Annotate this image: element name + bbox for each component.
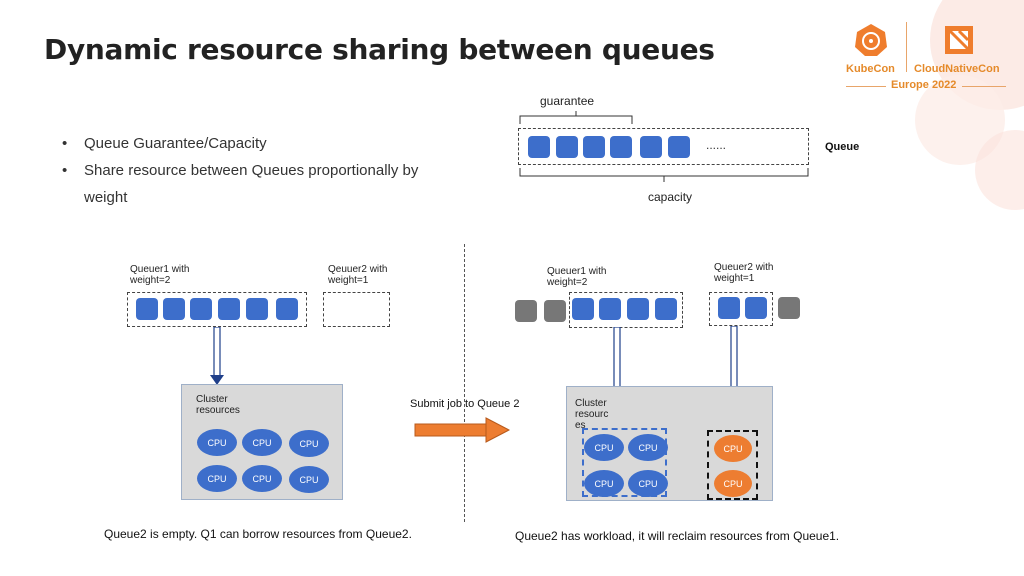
- bullet-list: • Queue Guarantee/Capacity • Share resou…: [62, 130, 454, 211]
- kubecon-label: KubeCon: [846, 63, 895, 75]
- queue-slot: [276, 298, 298, 320]
- reclaimed-slot: [778, 297, 800, 319]
- queue2-box: [709, 292, 773, 326]
- bullet-text: Share resource between Queues proportion…: [84, 162, 419, 206]
- cpu-node: CPU: [289, 430, 329, 457]
- queue-slot: [556, 136, 578, 158]
- bullet-text: Queue Guarantee/Capacity: [84, 135, 267, 152]
- bullet-item: • Queue Guarantee/Capacity: [62, 130, 454, 157]
- page-title: Dynamic resource sharing between queues: [44, 33, 715, 66]
- queue-slot: [136, 298, 158, 320]
- borrowed-slot: [515, 300, 537, 322]
- queue-slot: [745, 297, 767, 319]
- capacity-label: capacity: [648, 190, 693, 204]
- queue-slot: [627, 298, 649, 320]
- kubecon-icon: [855, 24, 887, 56]
- right-caption: Queue2 has workload, it will reclaim res…: [515, 529, 840, 543]
- cpu-node: CPU: [714, 470, 752, 497]
- guarantee-label: guarantee: [540, 94, 595, 108]
- logo-divider: [906, 22, 907, 72]
- capacity-brace: [519, 168, 809, 182]
- bullet-item: • Share resource between Queues proporti…: [62, 157, 454, 211]
- guarantee-brace: [519, 111, 633, 124]
- cpu-node: CPU: [584, 470, 624, 497]
- queue-slot: [668, 136, 690, 158]
- cpu-node: CPU: [197, 429, 237, 456]
- queue-slot: [610, 136, 632, 158]
- cpu-node: CPU: [714, 435, 752, 462]
- event-label: Europe 2022: [891, 79, 957, 91]
- left-caption: Queue2 is empty. Q1 can borrow resources…: [104, 527, 412, 541]
- action-label: Submit job to Queue 2: [410, 398, 520, 410]
- queue-box: [518, 128, 809, 165]
- queue-slot: [190, 298, 212, 320]
- logo-line-right: [962, 86, 1006, 87]
- queue2-label: Qeuuer2 with weight=1: [328, 264, 388, 286]
- queue1-label: Queuer1 with weight=2: [547, 266, 607, 288]
- cpu-node: CPU: [584, 434, 624, 461]
- queue-slot: [599, 298, 621, 320]
- cpu-node: CPU: [289, 466, 329, 493]
- queue-slot: [218, 298, 240, 320]
- queue-slot: [163, 298, 185, 320]
- queue2-box: [323, 292, 390, 327]
- queue1-allocation: [582, 428, 667, 497]
- ellipsis: ......: [706, 138, 727, 152]
- queue-slot: [528, 136, 550, 158]
- queue-slot: [572, 298, 594, 320]
- cluster-label: Cluster resourc es: [575, 398, 609, 431]
- queue-slot: [246, 298, 268, 320]
- cpu-node: CPU: [628, 470, 668, 497]
- panel-separator: [464, 244, 465, 522]
- queue-slot: [640, 136, 662, 158]
- queue-slot: [718, 297, 740, 319]
- cloudnativecon-icon: [945, 26, 973, 54]
- borrowed-slot: [544, 300, 566, 322]
- queue2-allocation: [707, 430, 758, 500]
- allocation-arrow: [210, 327, 224, 385]
- queue-label: Queue: [825, 141, 860, 153]
- cpu-node: CPU: [628, 434, 668, 461]
- queue2-label: Queuer2 with weight=1: [714, 262, 774, 284]
- orange-arrow-icon: [414, 417, 510, 443]
- queue-slot: [583, 136, 605, 158]
- cloudnativecon-label: CloudNativeCon: [914, 63, 1000, 75]
- queue1-box: [569, 292, 683, 328]
- cpu-node: CPU: [242, 465, 282, 492]
- queue1-label: Queuer1 with weight=2: [130, 264, 190, 286]
- cpu-node: CPU: [242, 429, 282, 456]
- cluster-label: Cluster resources: [196, 394, 240, 416]
- queue-slot: [655, 298, 677, 320]
- logo-line-left: [846, 86, 886, 87]
- cpu-node: CPU: [197, 465, 237, 492]
